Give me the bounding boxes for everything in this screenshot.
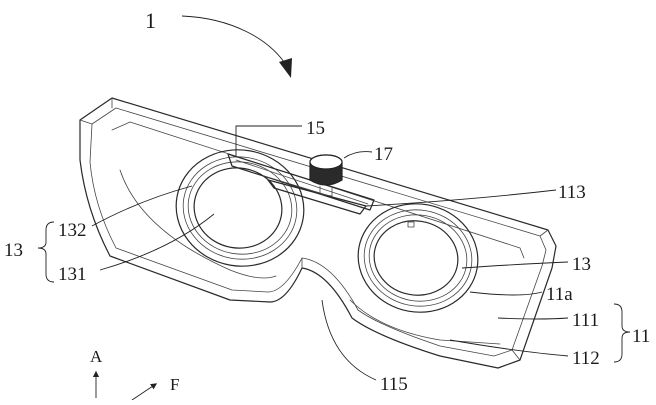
label-axis-f: F — [170, 375, 179, 394]
leader-113 — [365, 189, 557, 207]
leader-112 — [449, 339, 569, 357]
label-132: 132 — [58, 220, 87, 241]
leader-lines — [91, 125, 569, 381]
right-lens-assembly — [357, 203, 479, 313]
label-1: 1 — [145, 8, 156, 33]
label-13-group: 13 — [4, 240, 23, 261]
label-11: 11 — [632, 326, 650, 347]
label-13-right: 13 — [572, 254, 591, 275]
leader-131 — [99, 213, 215, 271]
label-112: 112 — [572, 348, 600, 369]
leader-15 — [235, 125, 302, 156]
label-15: 15 — [306, 118, 325, 139]
label-131: 131 — [58, 264, 87, 285]
left-lens-assembly — [175, 149, 305, 267]
leader-115 — [321, 299, 377, 381]
device-pointer-arrow — [181, 15, 292, 78]
leader-111 — [497, 317, 569, 320]
axis-f-arrow — [131, 383, 158, 401]
brace-13 — [37, 221, 55, 283]
label-axis-a: A — [90, 347, 103, 366]
leader-11a — [469, 291, 543, 296]
label-111: 111 — [572, 310, 599, 331]
label-17: 17 — [374, 144, 393, 165]
housing-outline — [79, 97, 557, 369]
brace-11 — [613, 303, 631, 363]
label-113: 113 — [558, 182, 586, 203]
label-115: 115 — [380, 374, 408, 395]
label-11a: 11a — [546, 284, 573, 305]
leader-132 — [91, 185, 193, 227]
leader-17 — [343, 151, 373, 159]
adjustment-knob — [309, 154, 343, 197]
leader-13-right — [461, 261, 569, 269]
axis-arrows — [92, 370, 158, 401]
